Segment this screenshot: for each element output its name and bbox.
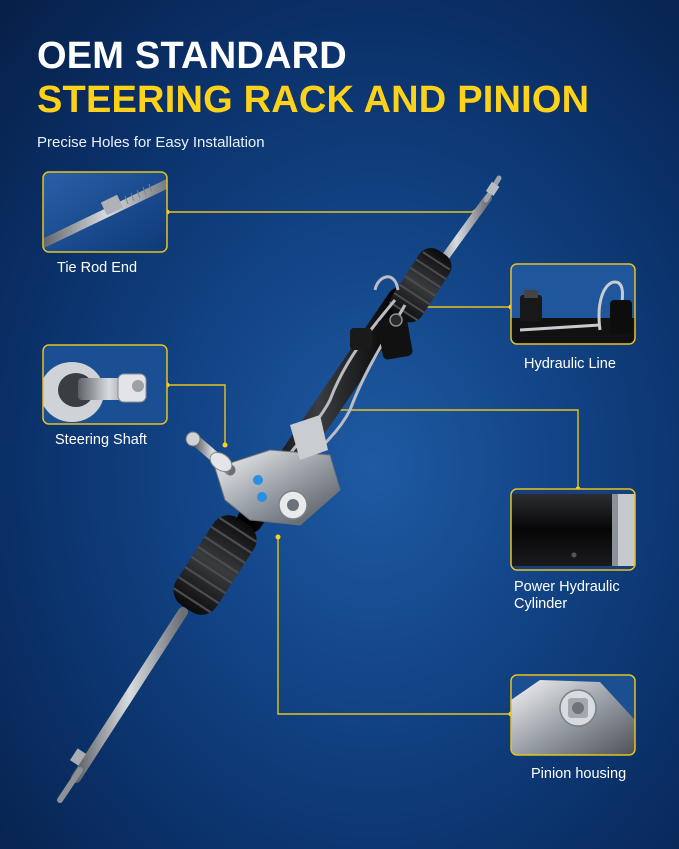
hydraulic-line-label: Hydraulic Line: [524, 356, 616, 372]
pinion-housing-body: [214, 415, 341, 526]
upper-boot: [388, 248, 452, 323]
lower-boot: [173, 515, 257, 615]
pinion-housing-label: Pinion housing: [531, 766, 627, 782]
steering-shaft-thumbnail: [43, 345, 167, 424]
steering-shaft-label: Steering Shaft: [55, 432, 147, 448]
valve-cluster: [350, 313, 413, 360]
headline-line-1: OEM STANDARD: [37, 35, 347, 77]
steering-shaft-body: [185, 431, 236, 476]
power-cylinder-label-line1: Power Hydraulic: [514, 579, 620, 595]
lower-tie-rod: [57, 607, 188, 803]
power-cylinder-thumbnail: [511, 489, 635, 570]
headline-block: OEM STANDARD STEERING RACK AND PINION Pr…: [37, 34, 589, 151]
pinion-housing-thumbnail: [511, 675, 635, 755]
headline-line-2: STEERING RACK AND PINION: [37, 79, 590, 121]
headline-subtitle: Precise Holes for Easy Installation: [37, 134, 265, 151]
power-cylinder-label-line2: Cylinder: [514, 596, 568, 612]
hydraulic-line-thumbnail: [511, 264, 635, 344]
tie-rod-end-label: Tie Rod End: [57, 260, 138, 276]
tie-rod-end-thumbnail: [43, 172, 167, 252]
power-cylinder-label: Power Hydraulic Cylinder: [514, 579, 620, 613]
